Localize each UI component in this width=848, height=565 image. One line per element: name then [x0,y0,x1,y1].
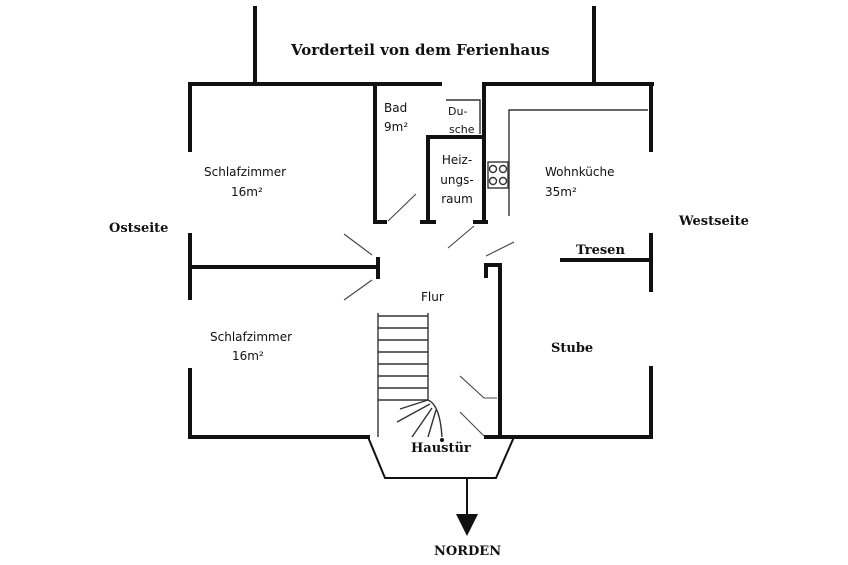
bath-area: 9m² [384,120,409,134]
hall-label: Flur [421,290,444,304]
door-bath [387,193,417,222]
bedroom-bottom-name: Schlafzimmer [210,330,293,344]
kitchen-counter [508,109,648,216]
kitchen-area: 35m² [545,185,577,199]
plan-title: Vorderteil von dem Ferienhaus [291,41,550,59]
front-door-label: Haustür [411,441,471,456]
door-bedroom-bottom [343,279,373,301]
bedroom-top-name: Schlafzimmer [204,165,287,179]
shower-label-line1: Du- [448,105,468,118]
shower-label-line2: sche [449,123,475,136]
door-living-room [459,375,497,399]
label-east-side: Ostseite [109,221,169,236]
label-west-side: Westseite [679,214,749,229]
door-bedroom-top [343,233,373,256]
stove-burner-icon [498,164,508,174]
living-room-label: Stube [551,341,594,356]
stove-burner-icon [488,164,498,174]
bath-name: Bad [384,101,408,115]
stove [487,161,509,189]
door-front [459,411,485,437]
door-boiler-room [447,225,475,249]
wall-bath-east [473,82,488,224]
boiler-label-line1: Heiz- [441,153,473,167]
kitchen-name: Wohnküche [545,165,615,179]
wall-hall-east [484,263,502,439]
counter-label: Tresen [576,243,625,258]
door-kitchen [485,241,515,257]
porch [366,435,516,479]
stove-burner-icon [488,176,498,186]
bedroom-top-area: 16m² [231,185,263,199]
staircase [377,313,443,438]
boiler-label-line3: raum [441,192,473,206]
stove-burner-icon [498,176,508,186]
north-arrow-icon [456,514,478,536]
boiler-label-line2: ungs- [440,173,474,187]
bedroom-bottom-area: 16m² [232,349,264,363]
label-north: NORDEN [434,544,502,559]
wall-boiler-room [426,135,486,224]
door-marker [440,438,444,442]
shower-outline [446,99,481,134]
